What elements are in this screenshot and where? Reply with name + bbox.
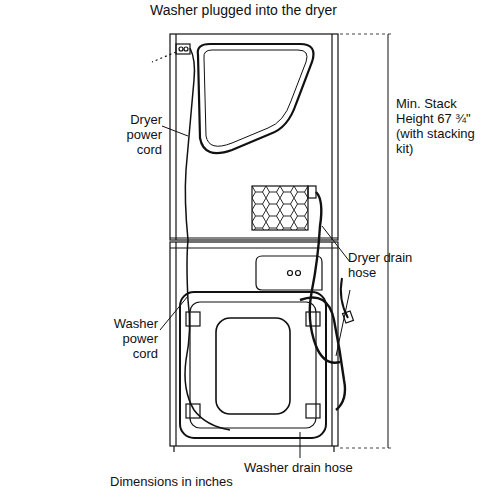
part-label: Washer drain hose [244, 460, 384, 475]
washer-power-cord [185, 240, 230, 430]
dryer-receptacle [176, 44, 190, 54]
title-text: Washer plugged into the dryer [150, 3, 390, 18]
leader-line [300, 432, 301, 458]
part-label: Washer power cord [96, 316, 158, 361]
leader-line [162, 126, 188, 136]
dimension-label: Min. Stack Height 67 ¾" (with stacking k… [396, 96, 494, 156]
dryer-drain-hose [310, 192, 340, 363]
washer-rear-frame [180, 292, 326, 438]
dryer-cabinet [170, 34, 338, 240]
part-label: Dryer power cord [100, 112, 162, 157]
part-label: Dryer drain hose [348, 250, 414, 280]
leader-line [336, 290, 350, 356]
washer-drain-hose [300, 298, 345, 411]
washer-cord-upper [185, 48, 194, 240]
leader-line [160, 296, 188, 330]
leader-line [322, 226, 350, 262]
caption-text: Dimensions in inches [110, 474, 310, 489]
dimension-line [388, 34, 389, 448]
dryer-drum-belt [198, 44, 314, 153]
dryer-power-cord [152, 52, 176, 62]
exhaust-vent [252, 186, 308, 230]
washer-cabinet [170, 242, 338, 446]
washer-rear-panel [216, 318, 290, 414]
